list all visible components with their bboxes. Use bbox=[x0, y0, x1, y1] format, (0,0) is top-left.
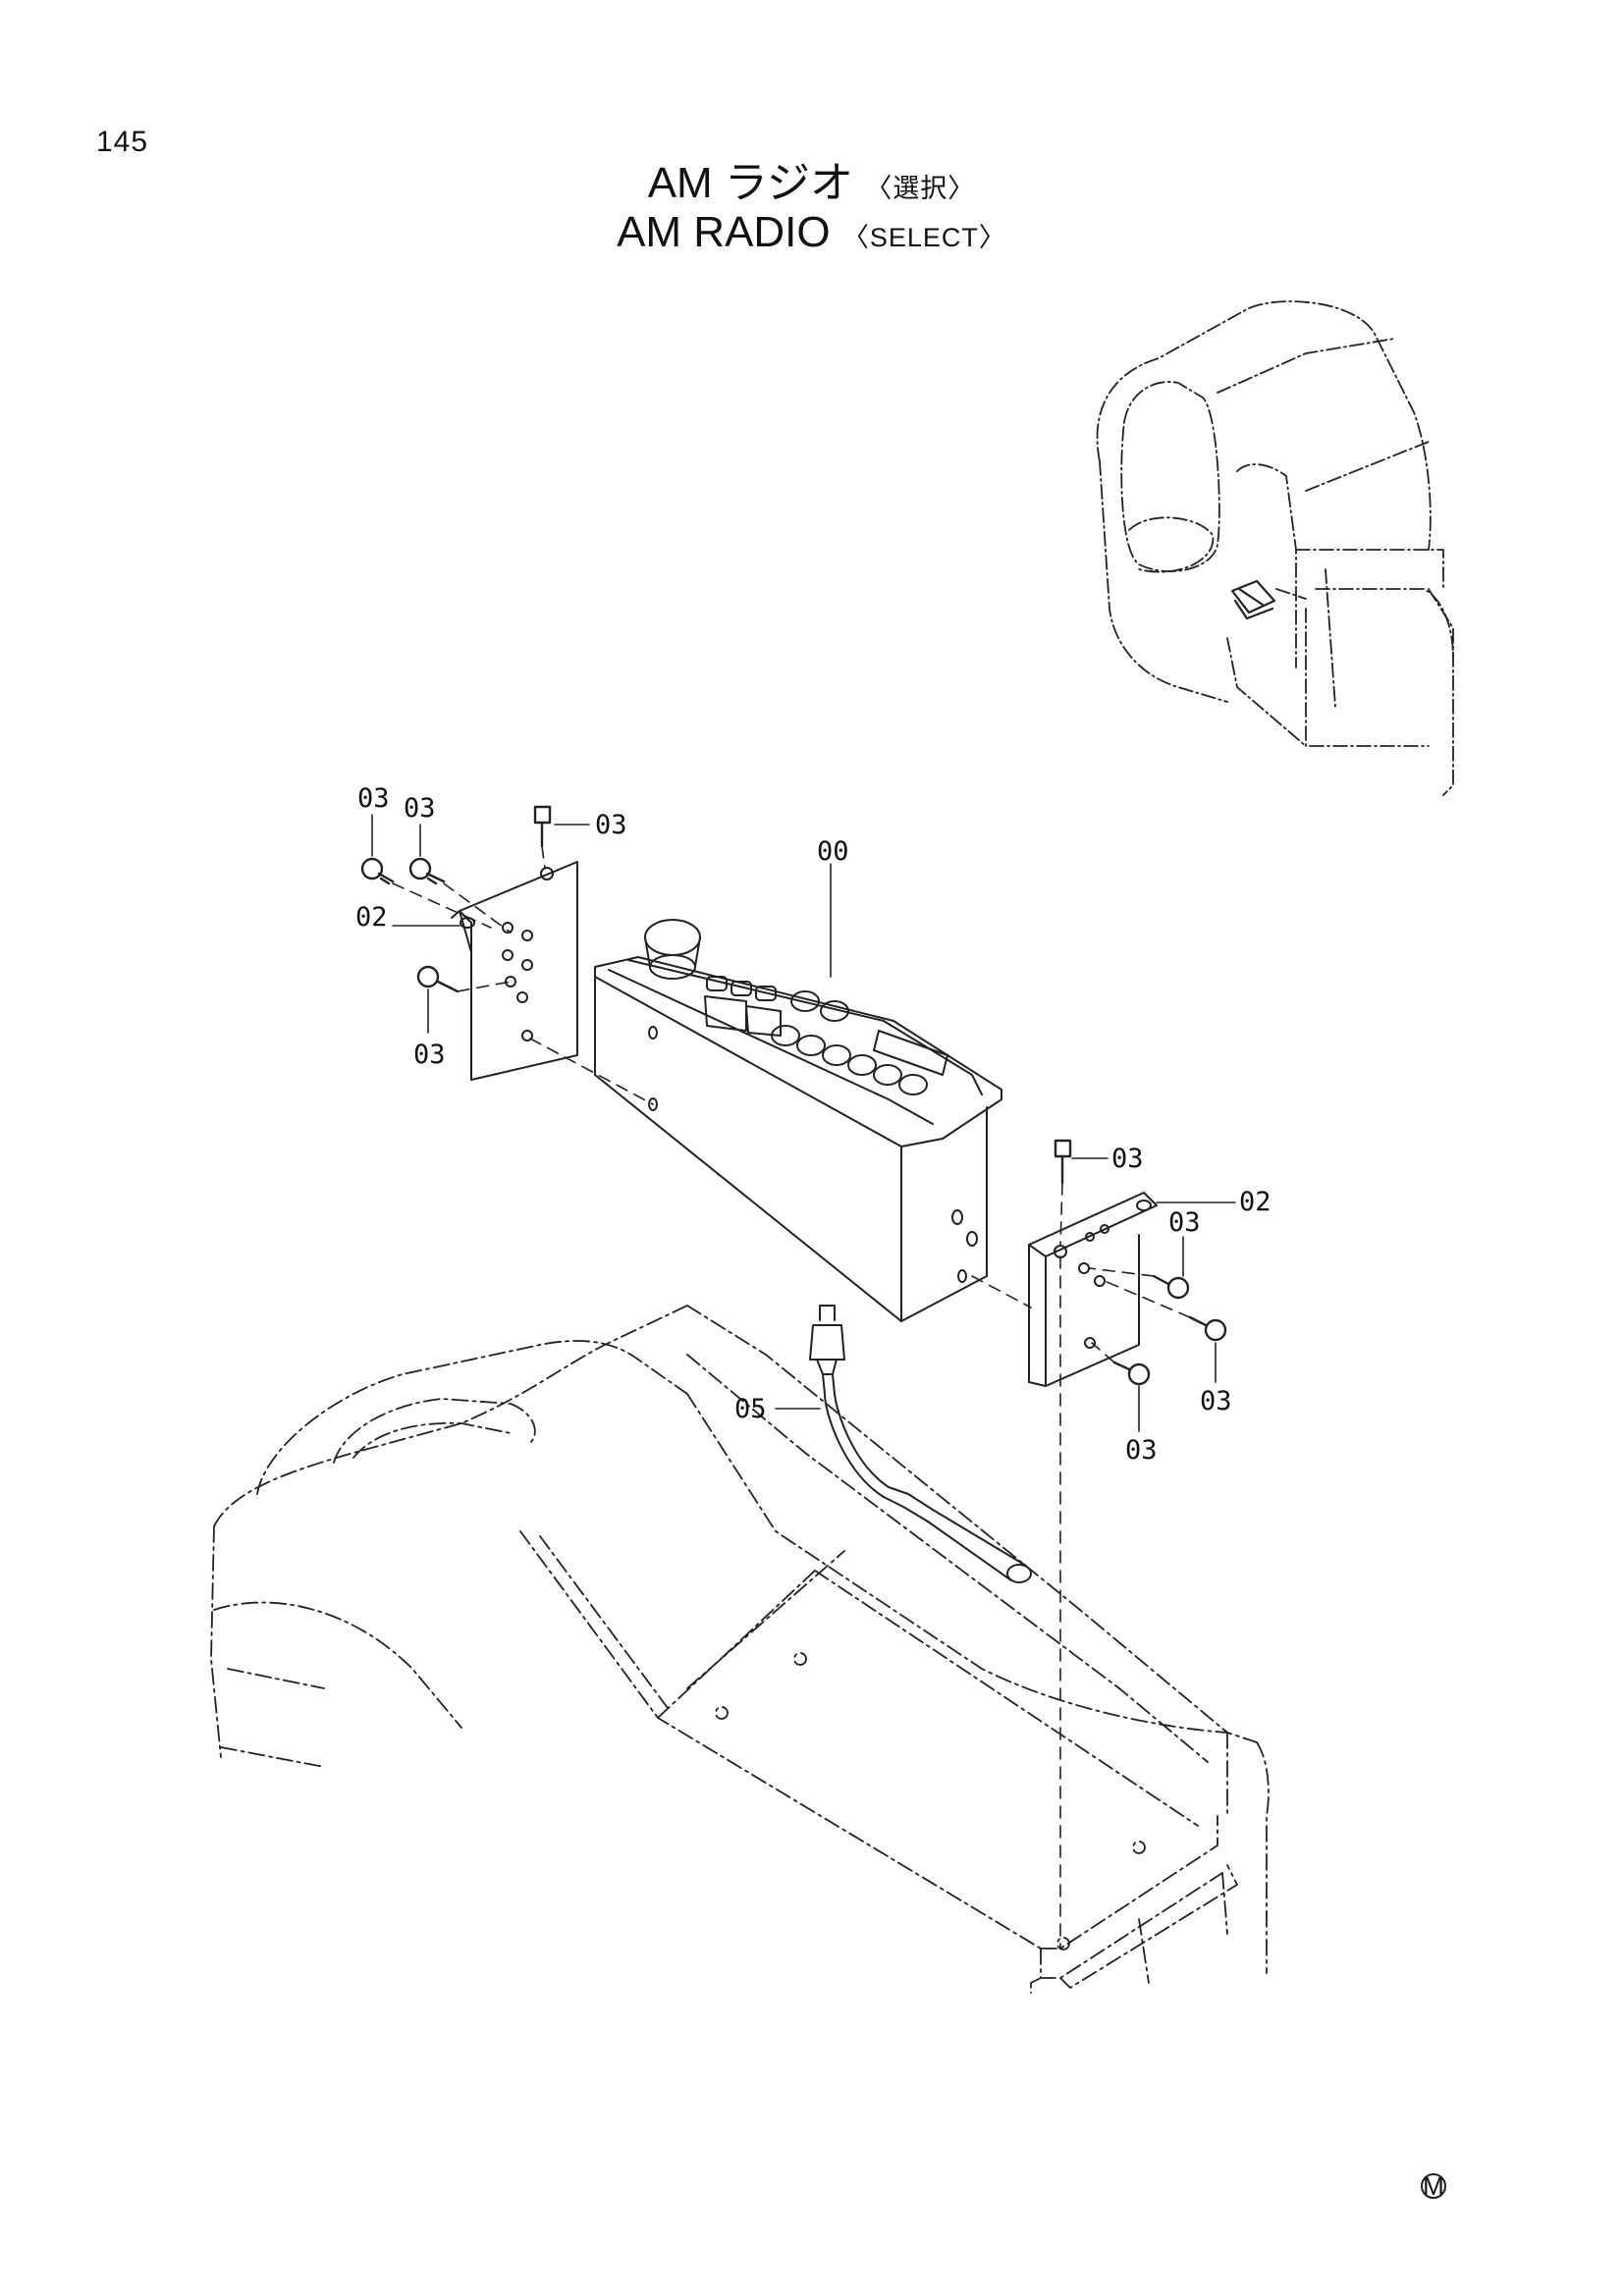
callout-bracket-left: 02 bbox=[355, 902, 388, 933]
antenna-cable bbox=[809, 1305, 1032, 1583]
screw-right-1 bbox=[1152, 1274, 1190, 1300]
callout-screw-top-left-2: 03 bbox=[404, 793, 436, 824]
screw-top-left-1 bbox=[360, 857, 395, 885]
callout-screw-mid-left: 03 bbox=[413, 1040, 446, 1070]
callout-screw-right-3: 03 bbox=[1125, 1435, 1158, 1466]
title-japanese-sub: 〈選択〉 bbox=[865, 174, 976, 203]
screw-right-3 bbox=[1112, 1361, 1151, 1386]
am-radio-unit bbox=[594, 919, 1002, 1322]
callout-screw-top-center: 03 bbox=[595, 810, 627, 840]
callout-bracket-right: 02 bbox=[1239, 1187, 1271, 1217]
callout-antenna-cable: 05 bbox=[734, 1394, 767, 1424]
title-english-sub: 〈SELECT〉 bbox=[841, 223, 1006, 252]
callout-radio: 00 bbox=[817, 836, 849, 867]
radio-location-marker bbox=[1230, 579, 1276, 620]
title-japanese-main: AM ラジオ bbox=[647, 159, 854, 207]
leader-lines bbox=[371, 814, 1236, 1432]
bracket-right bbox=[1028, 1192, 1158, 1387]
title-english: AM RADIO 〈SELECT〉 bbox=[0, 208, 1623, 257]
callout-screw-right-2: 03 bbox=[1200, 1386, 1232, 1416]
console-housing bbox=[210, 1305, 1270, 1994]
screw-top-center bbox=[533, 805, 552, 848]
screw-top-right bbox=[1054, 1139, 1072, 1185]
cab-location-sketch bbox=[1096, 300, 1454, 796]
title-english-main: AM RADIO bbox=[617, 208, 831, 256]
title-japanese: AM ラジオ 〈選択〉 bbox=[0, 147, 1623, 210]
callout-screw-top-right: 03 bbox=[1111, 1144, 1144, 1174]
screw-top-left-2 bbox=[408, 857, 446, 885]
callout-screw-right-1: 03 bbox=[1168, 1207, 1201, 1238]
callout-screw-top-left-1: 03 bbox=[357, 783, 390, 814]
screw-mid-left bbox=[416, 965, 460, 993]
screw-group bbox=[360, 805, 1227, 1386]
footer-mark: M bbox=[1421, 2171, 1446, 2201]
page-number: 145 bbox=[96, 126, 149, 158]
screw-right-2 bbox=[1188, 1315, 1227, 1342]
alignment-lines bbox=[392, 845, 1191, 1949]
bracket-left bbox=[451, 861, 578, 1081]
footer-mark-letter: M bbox=[1423, 2171, 1444, 2201]
